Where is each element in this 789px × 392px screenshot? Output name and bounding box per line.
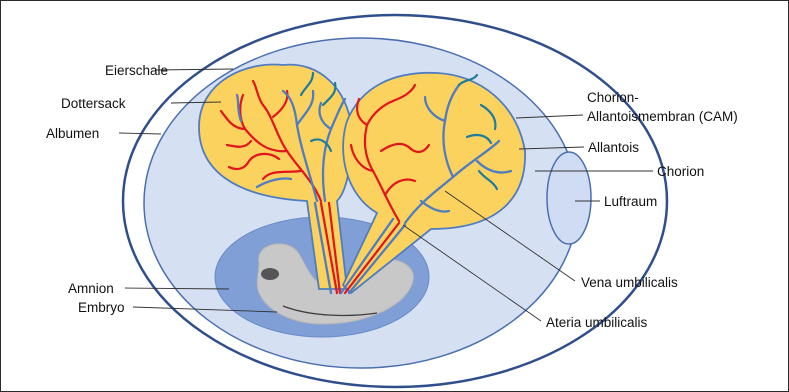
label-allantois: Allantois — [588, 140, 639, 155]
label-cam-line1: Chorion- — [587, 90, 639, 105]
air-space — [547, 152, 591, 244]
label-dottersack: Dottersack — [61, 96, 126, 111]
embryo-eye — [261, 268, 279, 280]
label-luftraum: Luftraum — [604, 194, 657, 209]
label-amnion: Amnion — [68, 281, 114, 296]
label-ateria-umbilicalis: Ateria umbilicalis — [546, 315, 648, 330]
label-vena-umbilicalis: Vena umbilicalis — [581, 275, 678, 290]
label-albumen: Albumen — [46, 126, 99, 141]
label-eierschale: Eierschale — [105, 63, 168, 78]
label-chorion: Chorion — [657, 164, 704, 179]
label-embryo: Embryo — [78, 300, 125, 315]
label-cam-line2: Allantoismembran (CAM) — [587, 109, 738, 124]
